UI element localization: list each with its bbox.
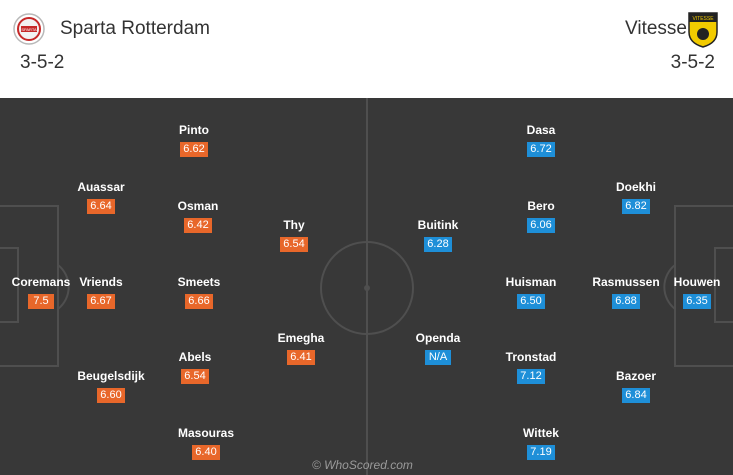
player-abels[interactable]: Abels 6.54 [150,350,240,384]
player-name: Buitink [417,218,459,232]
player-rating: 7.5 [28,294,54,309]
player-name: Dasa [526,123,556,137]
player-rating: 6.66 [185,294,213,309]
player-rating: 6.60 [97,388,125,403]
player-beugelsdijk[interactable]: Beugelsdijk 6.60 [66,369,156,403]
player-smeets[interactable]: Smeets 6.66 [154,275,244,309]
player-huisman[interactable]: Huisman 6.50 [486,275,576,309]
player-name: Houwen [673,275,721,289]
player-rating: 6.88 [612,294,640,309]
player-rating: 6.06 [527,218,555,233]
player-osman[interactable]: Osman 6.42 [153,199,243,233]
player-name: Bazoer [615,369,656,383]
player-vriends[interactable]: Vriends 6.67 [56,275,146,309]
player-name: Huisman [505,275,557,289]
player-rating: 6.62 [180,142,208,157]
player-rating: 6.35 [683,294,711,309]
player-rating: 6.54 [280,237,308,252]
player-rating: 6.84 [622,388,650,403]
player-rating: 6.28 [424,237,452,252]
home-team-name[interactable]: Sparta Rotterdam [60,18,210,39]
player-bero[interactable]: Bero 6.06 [496,199,586,233]
pitch-markings [0,98,733,475]
player-wittek[interactable]: Wittek 7.19 [496,426,586,460]
player-emegha[interactable]: Emegha 6.41 [256,331,346,365]
home-formation: 3-5-2 [20,52,65,73]
player-houwen[interactable]: Houwen 6.35 [652,275,733,309]
player-auassar[interactable]: Auassar 6.64 [56,180,146,214]
player-pinto[interactable]: Pinto 6.62 [149,123,239,157]
player-masouras[interactable]: Masouras 6.40 [161,426,251,460]
away-team-name[interactable]: Vitesse [625,18,687,39]
whoscored-watermark: © WhoScored.com [312,458,413,472]
player-rasmussen[interactable]: Rasmussen 6.88 [581,275,671,309]
player-name: Wittek [523,426,559,440]
player-name: Openda [415,331,461,345]
player-name: Masouras [177,426,235,440]
player-name: Doekhi [615,180,656,194]
player-rating: 6.42 [184,218,212,233]
player-rating: 6.41 [287,350,315,365]
player-name: Auassar [77,180,125,194]
home-crest-text: SPARTA [21,27,37,32]
player-rating: 7.19 [527,445,555,460]
player-name: Pinto [179,123,209,137]
player-doekhi[interactable]: Doekhi 6.82 [591,180,681,214]
player-name: Bero [527,199,555,213]
player-name: Thy [283,218,305,232]
player-name: Vriends [79,275,123,289]
player-buitink[interactable]: Buitink 6.28 [393,218,483,252]
away-formation: 3-5-2 [670,52,715,73]
player-rating: 6.54 [181,369,209,384]
player-rating: N/A [425,350,451,365]
player-name: Osman [177,199,219,213]
away-crest-text: VITESSE [692,16,714,22]
player-rating: 6.40 [192,445,220,460]
player-name: Abels [178,350,212,364]
player-name: Coremans [11,275,71,289]
player-rating: 6.72 [527,142,555,157]
player-name: Beugelsdijk [77,369,145,383]
player-bazoer[interactable]: Bazoer 6.84 [591,369,681,403]
player-rating: 6.82 [622,199,650,214]
player-name: Tronstad [505,350,557,364]
player-rating: 6.50 [517,294,545,309]
player-openda[interactable]: Openda N/A [393,331,483,365]
player-rating: 6.67 [87,294,115,309]
player-name: Rasmussen [592,275,660,289]
vitesse-crest-icon: VITESSE [688,12,718,48]
match-header: SPARTA Sparta Rotterdam 3-5-2 Vitesse VI… [0,0,733,96]
player-name: Emegha [277,331,325,345]
player-rating: 6.64 [87,199,115,214]
player-rating: 7.12 [517,369,545,384]
pitch: Coremans 7.5 Auassar 6.64 Vriends 6.67 B… [0,98,733,475]
player-tronstad[interactable]: Tronstad 7.12 [486,350,576,384]
player-thy[interactable]: Thy 6.54 [249,218,339,252]
player-name: Smeets [177,275,221,289]
player-dasa[interactable]: Dasa 6.72 [496,123,586,157]
sparta-rotterdam-crest-icon: SPARTA [13,13,45,45]
player-coremans[interactable]: Coremans 7.5 [0,275,86,309]
